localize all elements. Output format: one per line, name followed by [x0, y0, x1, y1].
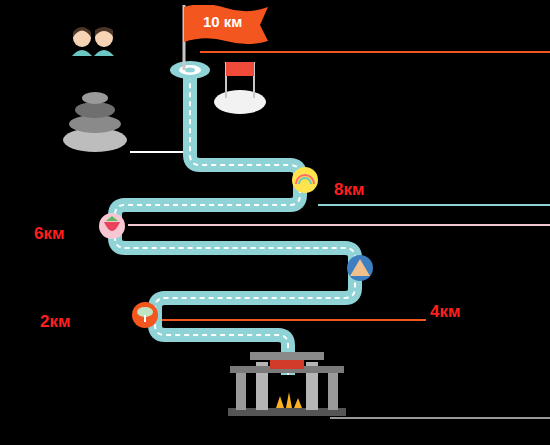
distance-label: 8км [334, 180, 365, 200]
road-surface [115, 72, 355, 375]
leader-line [200, 51, 550, 53]
leader-line [160, 319, 426, 321]
road-dashes [115, 72, 355, 375]
leader-line [128, 224, 550, 226]
stone-stack [63, 92, 127, 152]
target [185, 68, 195, 73]
rainbow-icon [292, 167, 318, 193]
distance-label: 4км [430, 302, 461, 322]
road [115, 72, 355, 375]
leader-line [330, 417, 550, 419]
people-icon [72, 27, 114, 56]
strawberry-icon [99, 213, 125, 239]
flag-cloth [184, 5, 268, 44]
leader-line [130, 151, 186, 153]
target [170, 61, 210, 79]
finish-flag-banner: 10 км [184, 5, 268, 45]
leader-line [318, 204, 550, 206]
finish-flag [214, 62, 266, 114]
target [179, 65, 201, 75]
pyramid-icon [347, 255, 373, 281]
distance-label: 6км [34, 224, 65, 244]
tree-icon [132, 302, 158, 328]
flag-label: 10 км [184, 5, 268, 30]
distance-label: 2км [40, 312, 71, 332]
gate [228, 352, 346, 416]
